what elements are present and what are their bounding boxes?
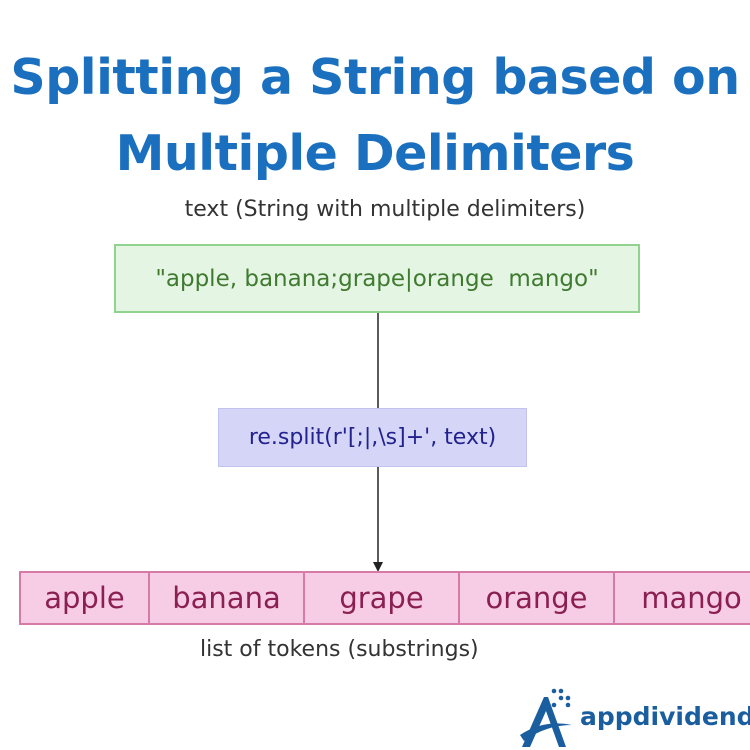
token-cell-apple: apple	[19, 571, 150, 625]
token-cell-banana: banana	[148, 571, 305, 625]
output-label: list of tokens (substrings)	[200, 637, 479, 662]
title-line-2: Multiple Delimiters	[115, 125, 635, 182]
input-string-box: "apple, banana;grape|orange mango"	[114, 244, 640, 313]
page-title: Splitting a String based on Multiple Del…	[0, 40, 750, 192]
token-cell-mango: mango	[613, 571, 750, 625]
split-function-box: re.split(r'[;|,\s]+', text)	[218, 408, 527, 467]
appdividend-logo-icon	[520, 688, 572, 747]
title-line-1: Splitting a String based on	[10, 49, 740, 106]
token-list: apple banana grape orange mango	[19, 571, 750, 625]
token-cell-grape: grape	[303, 571, 460, 625]
token-cell-orange: orange	[458, 571, 615, 625]
logo-text: appdividend	[580, 702, 750, 731]
appdividend-logo: appdividend	[514, 685, 750, 750]
input-label: text (String with multiple delimiters)	[184, 197, 586, 222]
